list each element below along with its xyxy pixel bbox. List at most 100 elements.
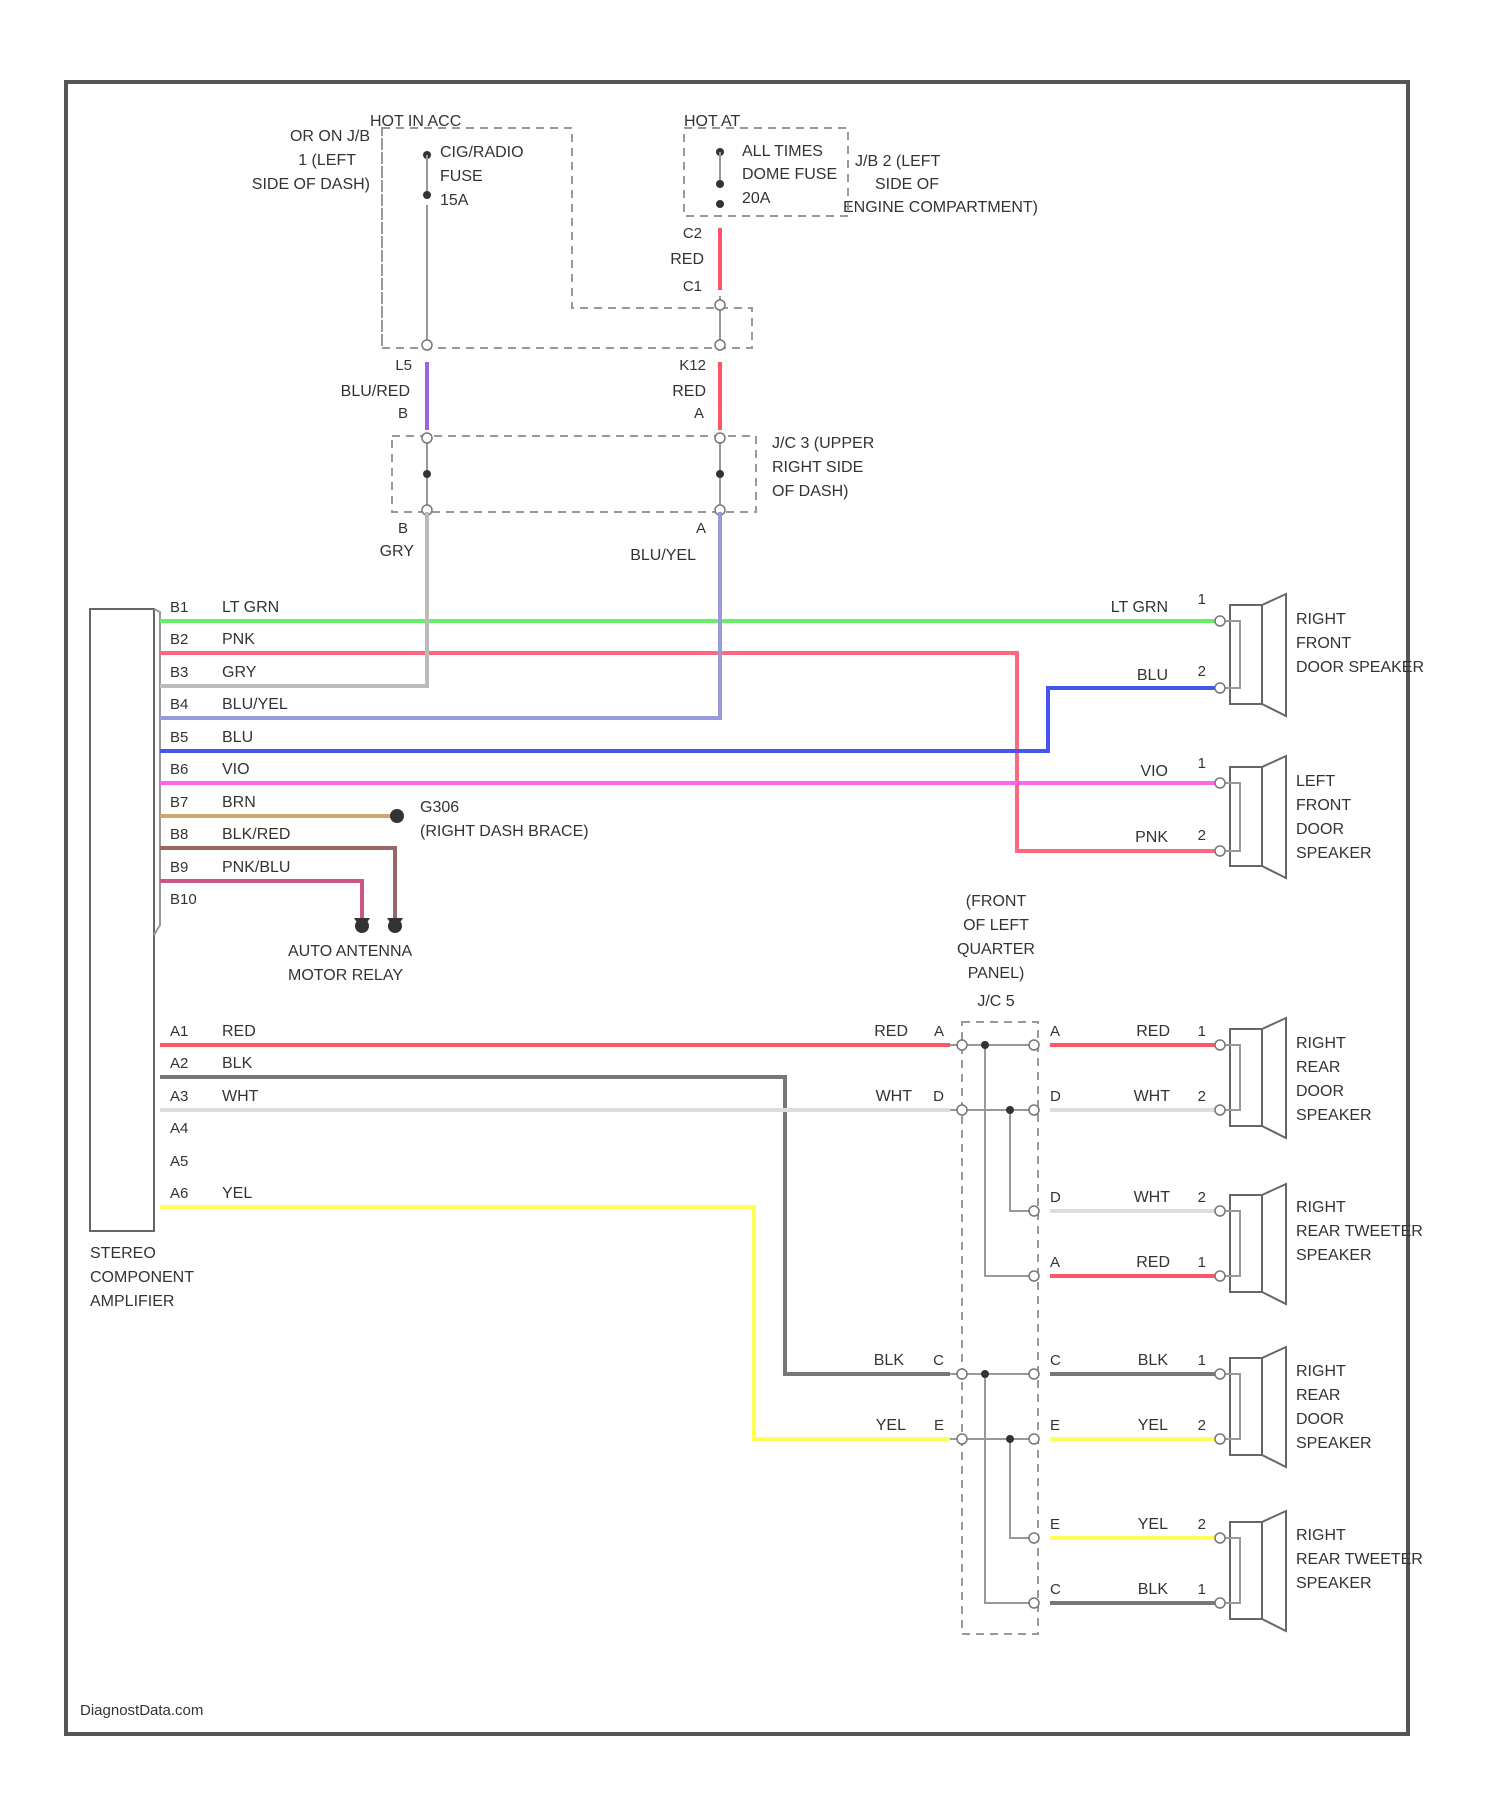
rr-tweeter2-name-1: RIGHT [1296, 1527, 1346, 1544]
amp-wire-b5: BLU [222, 729, 253, 746]
jc5-location-4: PANEL) [968, 965, 1025, 982]
speaker-right-rear-door-1: RED A WHT D A RED 1 D WHT 2 RIGHT REAR D… [874, 1018, 1371, 1138]
rr-tweeter1-jc-pin-1: D [1050, 1189, 1061, 1206]
jc3-pin-b-bottom-label: B [398, 520, 408, 537]
amp-pin-b7: B7 [170, 794, 188, 811]
blu-red-wire-label: BLU/RED [341, 383, 410, 400]
jc3-pin-a-bottom-label: A [696, 520, 706, 537]
jc3-label-3: OF DASH) [772, 483, 848, 500]
rr-tweeter1-wire-2-label: RED [1136, 1254, 1170, 1271]
rr-door2-name-4: SPEAKER [1296, 1435, 1372, 1452]
rr-door1-name-3: DOOR [1296, 1083, 1344, 1100]
speaker-icon [1230, 1358, 1262, 1455]
speaker-icon [1230, 1029, 1262, 1126]
speaker-right-rear-door-2: BLK C YEL E C BLK 1 E YEL 2 RIGHT REAR D… [874, 1347, 1372, 1467]
lf-door-wire-1-label: VIO [1140, 763, 1168, 780]
rr-door2-left-wire-2: YEL [876, 1417, 906, 1434]
red-wire-label-1: RED [670, 251, 704, 268]
amp-pin-a5: A5 [170, 1153, 188, 1170]
ground-g306: G306 (RIGHT DASH BRACE) [390, 799, 589, 840]
fuse-block-dome: HOT AT ALL TIMES DOME FUSE 20A J/B 2 (LE… [684, 113, 1038, 216]
rf-door-name-1: RIGHT [1296, 611, 1346, 628]
rf-door-name-2: FRONT [1296, 635, 1351, 652]
rr-door2-jc-pin-1: C [1050, 1352, 1061, 1369]
rr-door1-jc-pin-2: D [1050, 1088, 1061, 1105]
speaker-icon [1230, 605, 1262, 704]
rr-door1-wire-1-label: RED [1136, 1023, 1170, 1040]
rr-door1-left-pin-2: D [933, 1088, 944, 1105]
blk-wire-a2 [160, 1077, 950, 1374]
amp-wire-b8: BLK/RED [222, 826, 290, 843]
rr-door1-name-1: RIGHT [1296, 1035, 1346, 1052]
amp-pin-a2: A2 [170, 1055, 188, 1072]
fuse-block-acc-location-2: 1 (LEFT [298, 152, 356, 169]
rr-door2-wire-2-label: YEL [1138, 1417, 1168, 1434]
amp-wire-b3: GRY [222, 664, 257, 681]
amp-pin-b5: B5 [170, 729, 188, 746]
rr-door1-wire-2-label: WHT [1134, 1088, 1171, 1105]
rr-tweeter2-pin-2: 1 [1198, 1581, 1206, 1598]
jc3-label-2: RIGHT SIDE [772, 459, 863, 476]
ground-g306-id: G306 [420, 799, 459, 816]
rr-door2-left-pin-2: E [934, 1417, 944, 1434]
rf-door-pin-2: 2 [1198, 663, 1206, 680]
rr-door2-name-1: RIGHT [1296, 1363, 1346, 1380]
stereo-component-amplifier: STEREO COMPONENT AMPLIFIER [90, 609, 194, 1310]
rr-tweeter2-pin-1: 2 [1198, 1516, 1206, 1533]
amplifier-a-pins: A1 A2 A3 A4 A5 A6 RED BLK WHT YEL [170, 1023, 259, 1202]
lf-door-wire-2-label: PNK [1135, 829, 1168, 846]
fuse-block-dome-location-3: ENGINE COMPARTMENT) [843, 199, 1038, 216]
upper-wire-labels: C2 RED C1 L5 BLU/RED B K12 RED A B GRY A… [341, 225, 706, 564]
rr-tweeter2-wire-2-label: BLK [1138, 1581, 1169, 1598]
gry-wire [160, 512, 427, 686]
speaker-icon [1230, 1522, 1262, 1619]
rr-tweeter1-jc-pin-2: A [1050, 1254, 1060, 1271]
jc3-label-1: J/C 3 (UPPER [772, 435, 874, 452]
rr-door2-name-3: DOOR [1296, 1411, 1344, 1428]
ground-g306-location: (RIGHT DASH BRACE) [420, 823, 589, 840]
rr-tweeter2-name-3: SPEAKER [1296, 1575, 1372, 1592]
blu-yel-wire-label: BLU/YEL [630, 547, 696, 564]
amp-pin-b6: B6 [170, 761, 188, 778]
fuse-block-dome-location-1: J/B 2 (LEFT [855, 153, 941, 170]
rr-door2-wire-1-label: BLK [1138, 1352, 1169, 1369]
fuse-terminal-bottom [423, 191, 431, 199]
amp-wire-b7: BRN [222, 794, 256, 811]
rr-tweeter1-name-1: RIGHT [1296, 1199, 1346, 1216]
lf-door-name-3: DOOR [1296, 821, 1344, 838]
amp-wire-a2: BLK [222, 1055, 253, 1072]
rr-door1-left-wire-2: WHT [876, 1088, 913, 1105]
connector-c1-label: C1 [683, 278, 702, 295]
rr-tweeter2-wire-1-label: YEL [1138, 1516, 1168, 1533]
speaker-right-front-door: LT GRN 1 BLU 2 RIGHT FRONT DOOR SPEAKER [1111, 591, 1424, 716]
lf-door-pin-1: 1 [1198, 755, 1206, 772]
rr-tweeter1-pin-1: 2 [1198, 1189, 1206, 1206]
rr-door1-name-4: SPEAKER [1296, 1107, 1372, 1124]
gry-wire-label: GRY [380, 543, 415, 560]
amplifier-body [90, 609, 154, 1231]
amplifier-name-2: COMPONENT [90, 1269, 194, 1286]
jc5-output-wires [1050, 1045, 1220, 1603]
rr-door1-name-2: REAR [1296, 1059, 1340, 1076]
amp-wire-a3: WHT [222, 1088, 259, 1105]
rr-door2-pin-1: 1 [1198, 1352, 1206, 1369]
jc5-border [962, 1022, 1038, 1634]
speaker-icon [1230, 1195, 1262, 1292]
amp-wire-b9: PNK/BLU [222, 859, 290, 876]
dome-fuse-label-1: ALL TIMES [742, 143, 823, 160]
rr-door2-name-2: REAR [1296, 1387, 1340, 1404]
auto-antenna-motor-relay: AUTO ANTENNA MOTOR RELAY [288, 918, 413, 984]
amplifier-name-3: AMPLIFIER [90, 1293, 174, 1310]
amp-pin-b1: B1 [170, 599, 188, 616]
jc3-pin-b-top-label: B [398, 405, 408, 422]
amp-pin-b4: B4 [170, 696, 188, 713]
cig-radio-fuse-label-3: 15A [440, 192, 469, 209]
speaker-left-front-door: VIO 1 PNK 2 LEFT FRONT DOOR SPEAKER [1135, 755, 1372, 878]
rr-tweeter1-name-2: REAR TWEETER [1296, 1223, 1423, 1240]
junction-connector-jc5: (FRONT OF LEFT QUARTER PANEL) J/C 5 [950, 893, 1039, 1634]
rr-door2-left-wire-1: BLK [874, 1352, 905, 1369]
lf-door-name-1: LEFT [1296, 773, 1335, 790]
amplifier-name-1: STEREO [90, 1245, 156, 1262]
dome-fuse-label-3: 20A [742, 190, 771, 207]
lf-door-name-4: SPEAKER [1296, 845, 1372, 862]
